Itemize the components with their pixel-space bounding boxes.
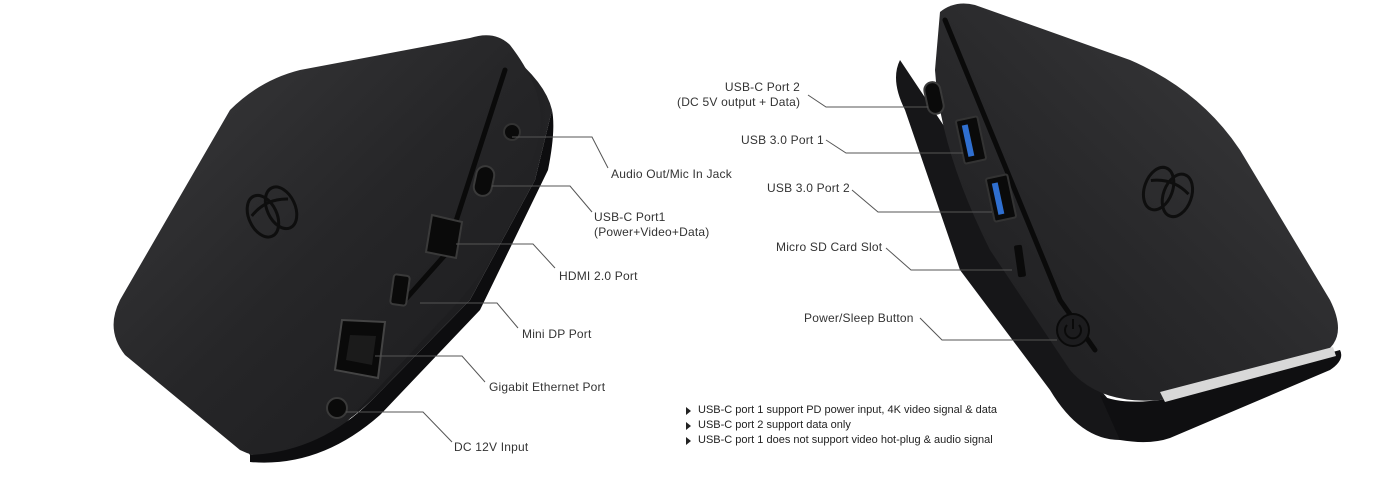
- dc-input-icon: [326, 397, 348, 419]
- label-ethernet: Gigabit Ethernet Port: [489, 380, 606, 394]
- hdmi-port-icon: [424, 213, 464, 260]
- port-notes-list: USB-C port 1 support PD power input, 4K …: [686, 403, 997, 448]
- right-device-top: [935, 3, 1338, 401]
- left-leader-lines: [346, 136, 609, 443]
- knot-logo-icon-right: [1141, 165, 1195, 219]
- label-dc-input: DC 12V Input: [454, 440, 529, 454]
- label-mini-dp: Mini DP Port: [522, 327, 592, 341]
- knot-logo-icon: [245, 185, 299, 239]
- usb-c-port1-icon: [472, 165, 496, 197]
- note-item: USB-C port 1 does not support video hot-…: [686, 433, 997, 448]
- mini-dp-port-icon: [389, 273, 411, 307]
- usb-c-port2-icon: [923, 81, 945, 115]
- micro-sd-slot-icon: [1014, 244, 1026, 278]
- label-usb3-port1: USB 3.0 Port 1: [741, 133, 824, 147]
- power-button-icon: [1056, 313, 1090, 347]
- left-device-top: [113, 35, 541, 458]
- label-audio-jack: Audio Out/Mic In Jack: [611, 167, 732, 181]
- triangle-bullet-icon: [686, 406, 691, 415]
- audio-jack-icon: [503, 123, 521, 141]
- triangle-bullet-icon: [686, 436, 691, 445]
- label-hdmi: HDMI 2.0 Port: [559, 269, 638, 283]
- right-leader-lines: [807, 94, 1057, 341]
- note-item: USB-C port 1 support PD power input, 4K …: [686, 403, 997, 418]
- label-micro-sd: Micro SD Card Slot: [776, 240, 883, 254]
- label-usb-c-port2: USB-C Port 2 (DC 5V output + Data): [677, 80, 801, 109]
- triangle-bullet-icon: [686, 421, 691, 430]
- note-item: USB-C port 2 support data only: [686, 418, 997, 433]
- label-usb3-port2: USB 3.0 Port 2: [767, 181, 850, 195]
- label-usb-c-port1: USB-C Port1 (Power+Video+Data): [594, 210, 710, 239]
- label-power-button: Power/Sleep Button: [804, 311, 914, 325]
